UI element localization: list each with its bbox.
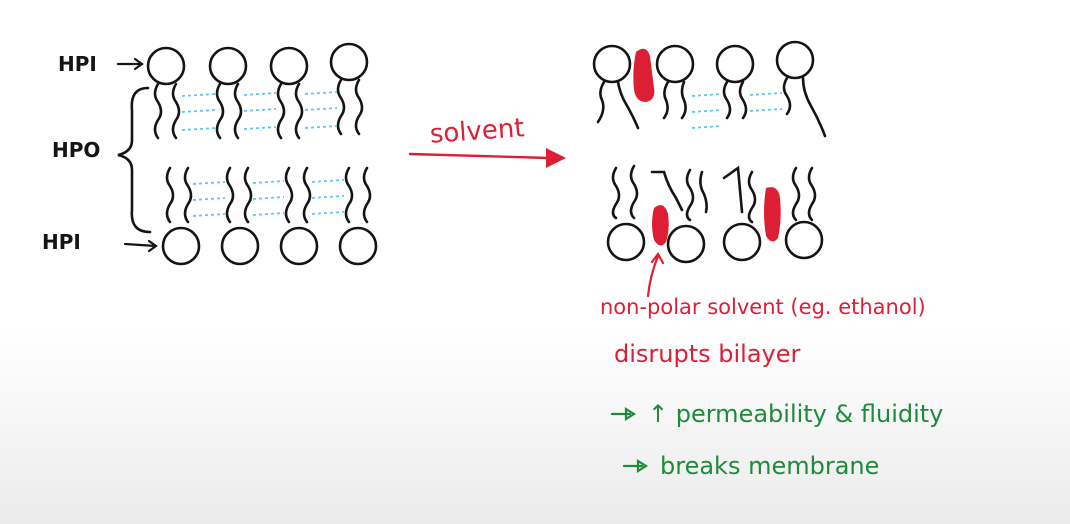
- annotation-line-3: ↑ permeability & fluidity: [648, 400, 943, 428]
- phosphate-head: [666, 224, 706, 264]
- solvent-blob: [652, 205, 669, 246]
- bullet-arrow: [622, 459, 649, 473]
- bullet-arrow: [610, 407, 637, 421]
- phosphate-head: [279, 226, 319, 266]
- phosphate-head: [329, 42, 369, 82]
- annotation-line-1: non-polar solvent (eg. ethanol): [600, 295, 926, 319]
- hpi-bottom-arrow: [123, 239, 158, 253]
- disrupted-bilayer: [592, 40, 827, 264]
- pointer-arrow: [646, 251, 665, 298]
- solvent-arrow: [408, 148, 566, 168]
- phosphate-head: [338, 226, 378, 266]
- phosphate-head: [655, 44, 695, 84]
- solvent-blob: [633, 48, 655, 102]
- phosphate-head: [146, 46, 186, 86]
- hpo-brace: [117, 86, 152, 234]
- hpo-label: HPO: [52, 138, 100, 162]
- phosphate-head: [722, 222, 762, 262]
- phosphate-head: [775, 40, 815, 80]
- solvent-molecules: [633, 48, 781, 246]
- hpi-top-label: HPI: [58, 52, 97, 76]
- hpi-top-arrow: [116, 57, 144, 71]
- annotation-line-2: disrupts bilayer: [614, 340, 801, 368]
- phosphate-head: [606, 222, 646, 262]
- annotation-line-4: breaks membrane: [660, 452, 879, 480]
- phosphate-head: [220, 226, 260, 266]
- intact-bilayer: [146, 42, 378, 266]
- solvent-label: solvent: [429, 113, 526, 150]
- hydrophobic-interactions-remaining: [691, 92, 783, 129]
- phosphate-head: [592, 44, 632, 84]
- hydrophobic-interactions: [181, 91, 345, 217]
- phosphate-head: [715, 44, 755, 84]
- solvent-blob: [764, 187, 781, 242]
- phosphate-head: [269, 46, 309, 86]
- phosphate-head: [208, 46, 248, 86]
- hpi-bottom-label: HPI: [42, 230, 81, 254]
- phosphate-head: [161, 226, 201, 266]
- phosphate-head: [784, 220, 824, 260]
